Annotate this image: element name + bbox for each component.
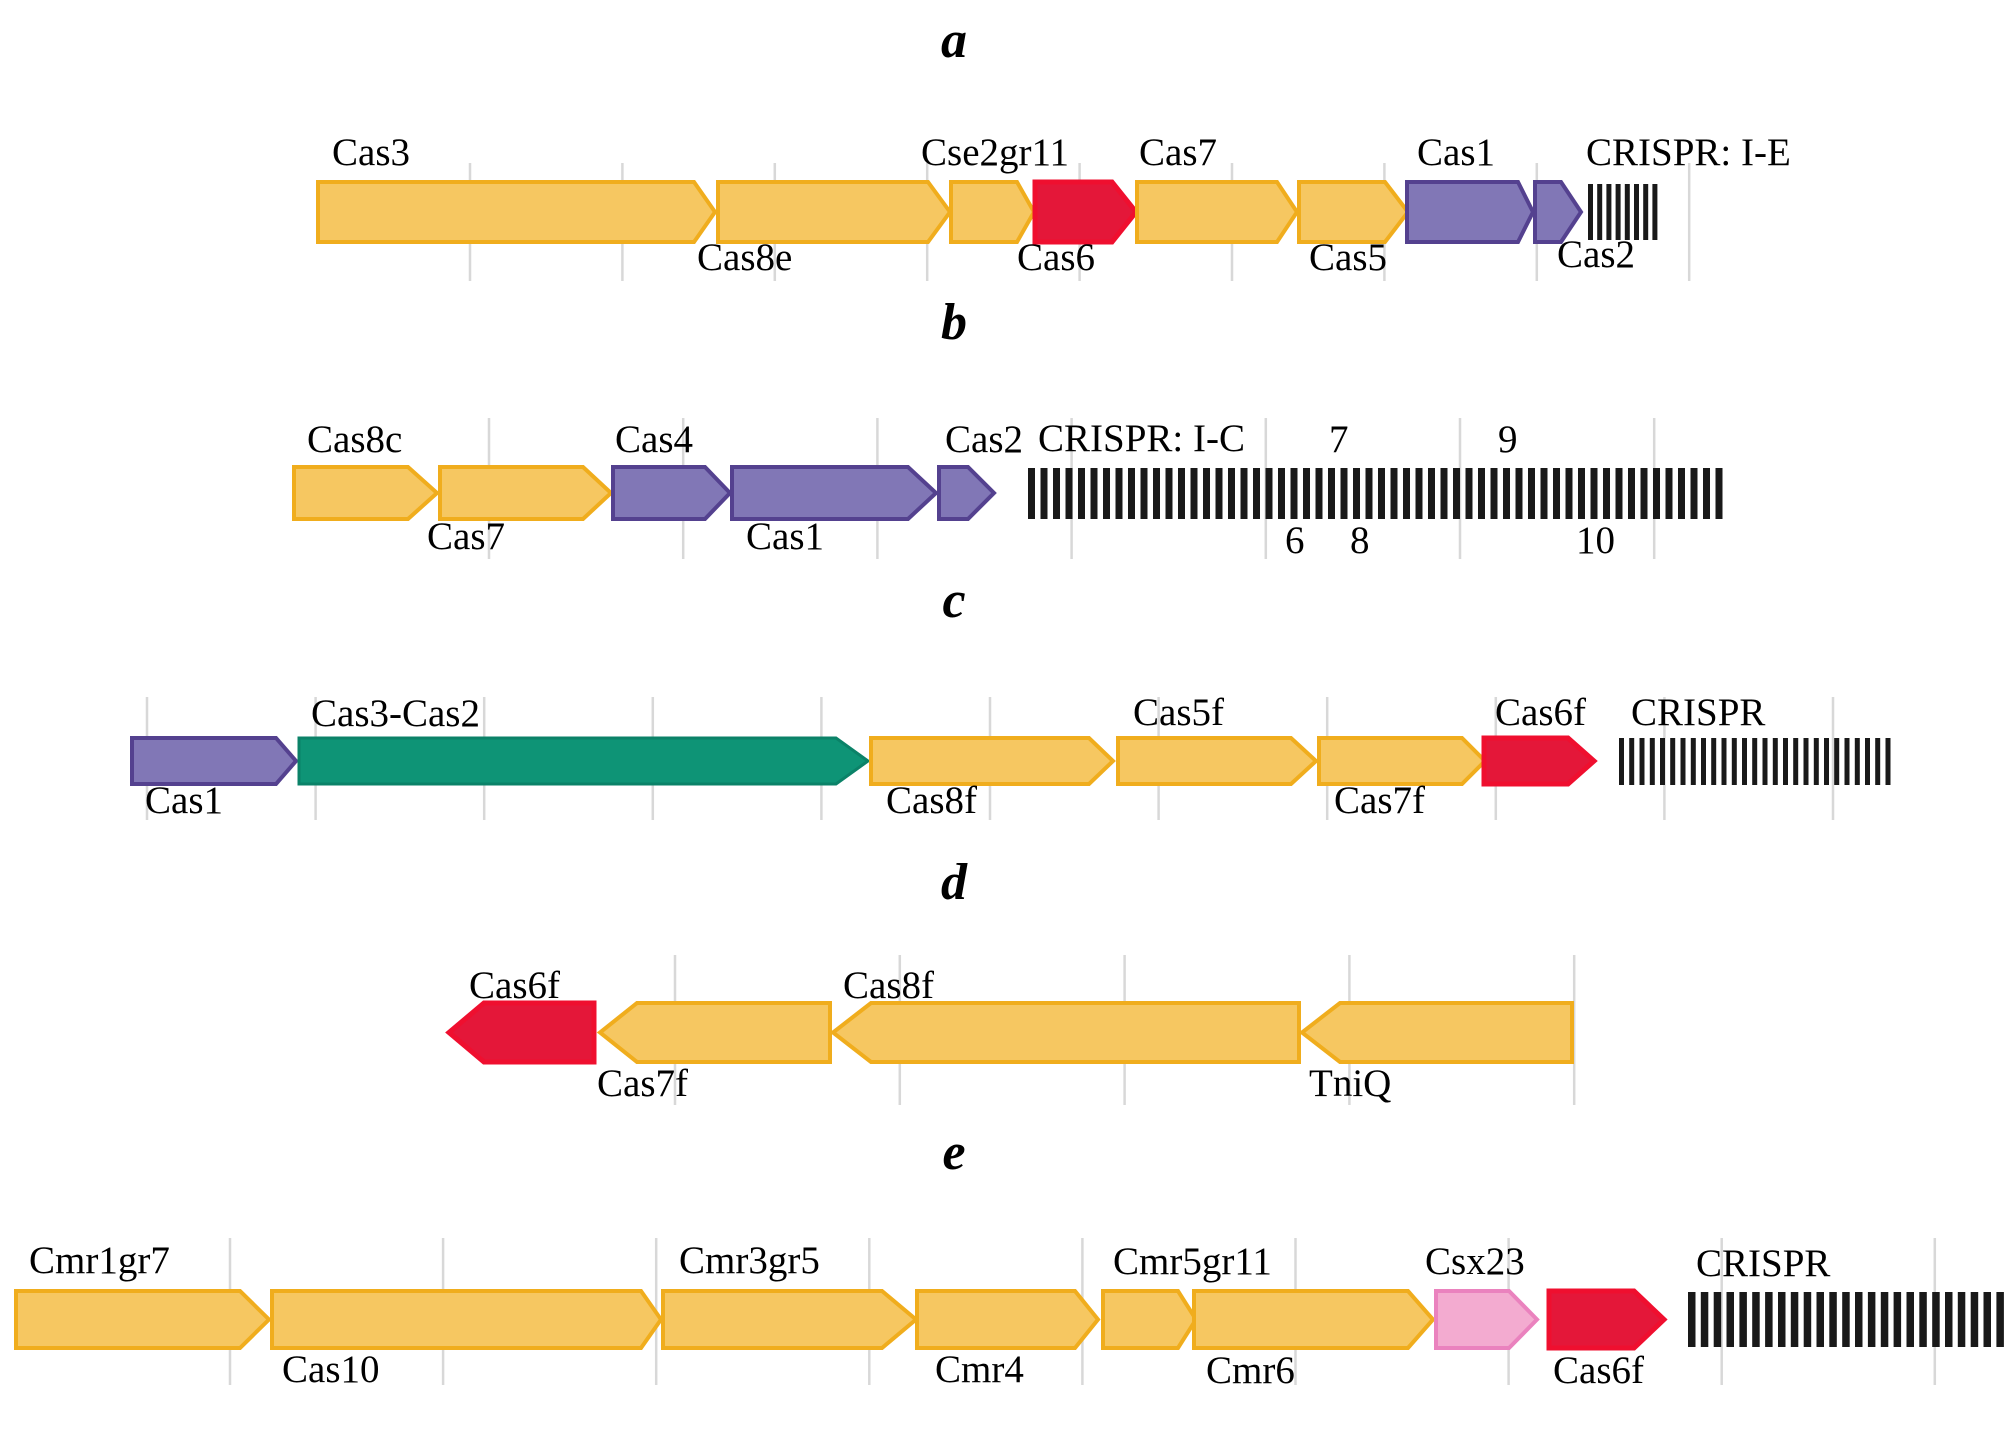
svg-text:Cas8f: Cas8f — [886, 779, 977, 822]
svg-text:Cas1: Cas1 — [1417, 131, 1495, 174]
svg-text:e: e — [942, 1124, 965, 1181]
svg-text:Cas6: Cas6 — [1017, 236, 1095, 279]
svg-text:Cas2: Cas2 — [945, 418, 1023, 461]
svg-text:7: 7 — [1329, 418, 1349, 461]
svg-text:Cas2: Cas2 — [1557, 233, 1635, 276]
svg-text:Cas7f: Cas7f — [1334, 779, 1425, 822]
svg-text:Cas3: Cas3 — [332, 131, 410, 174]
svg-text:8: 8 — [1350, 519, 1370, 562]
svg-text:Cas7f: Cas7f — [597, 1062, 688, 1105]
svg-text:a: a — [941, 12, 967, 69]
svg-text:Cas5: Cas5 — [1309, 236, 1387, 279]
svg-text:TniQ: TniQ — [1309, 1062, 1391, 1105]
svg-text:Cas8f: Cas8f — [843, 964, 934, 1007]
svg-text:c: c — [942, 572, 965, 629]
svg-text:Cas7: Cas7 — [427, 515, 505, 558]
svg-text:Csx23: Csx23 — [1425, 1240, 1525, 1283]
svg-text:Cmr6: Cmr6 — [1206, 1349, 1295, 1392]
svg-text:Cas7: Cas7 — [1139, 131, 1217, 174]
svg-text:Cmr5gr11: Cmr5gr11 — [1113, 1240, 1272, 1283]
svg-text:CRISPR: CRISPR — [1696, 1242, 1830, 1285]
svg-text:Cse2gr11: Cse2gr11 — [921, 131, 1069, 174]
svg-text:10: 10 — [1576, 519, 1615, 562]
svg-text:Cas8c: Cas8c — [307, 418, 402, 461]
svg-text:Cas3-Cas2: Cas3-Cas2 — [311, 692, 480, 735]
svg-text:Cas10: Cas10 — [282, 1348, 380, 1391]
svg-text:Cas1: Cas1 — [746, 515, 824, 558]
svg-text:Cas8e: Cas8e — [697, 236, 792, 279]
svg-text:6: 6 — [1285, 519, 1305, 562]
svg-text:Cas4: Cas4 — [615, 418, 693, 461]
svg-text:d: d — [941, 854, 968, 911]
svg-text:Cas1: Cas1 — [145, 779, 223, 822]
svg-text:CRISPR: I-E: CRISPR: I-E — [1586, 131, 1791, 174]
svg-text:Cas6f: Cas6f — [469, 964, 560, 1007]
svg-text:Cmr3gr5: Cmr3gr5 — [679, 1239, 820, 1282]
svg-text:Cas5f: Cas5f — [1133, 691, 1224, 734]
svg-text:CRISPR: I-C: CRISPR: I-C — [1038, 417, 1245, 460]
svg-text:Cas6f: Cas6f — [1495, 691, 1586, 734]
svg-text:CRISPR: CRISPR — [1631, 691, 1765, 734]
svg-text:Cas6f: Cas6f — [1553, 1349, 1644, 1392]
svg-text:Cmr4: Cmr4 — [935, 1348, 1024, 1391]
svg-text:9: 9 — [1498, 418, 1518, 461]
svg-text:Cmr1gr7: Cmr1gr7 — [29, 1239, 170, 1282]
svg-text:b: b — [941, 294, 967, 351]
